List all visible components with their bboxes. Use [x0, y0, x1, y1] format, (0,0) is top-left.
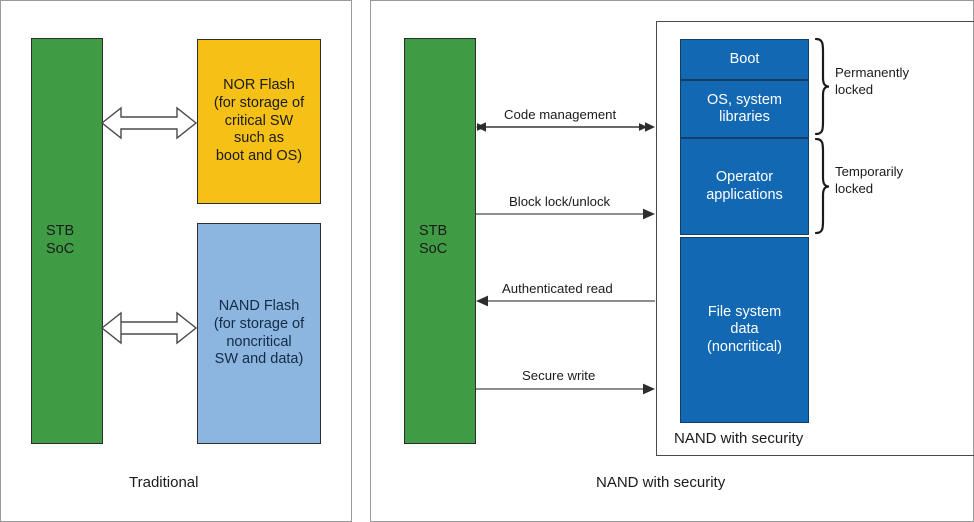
- os-libraries-label: OS, system libraries: [707, 92, 782, 127]
- fs-line-1: File system: [707, 303, 782, 320]
- arrow-label-secure-write: Secure write: [522, 368, 596, 383]
- nor-line-5: boot and OS): [215, 148, 303, 165]
- nand-with-security-frame: [656, 21, 974, 456]
- permanently-locked-line-1: Permanently: [835, 65, 910, 80]
- os-line-1: OS, system: [707, 91, 782, 108]
- file-system-data-label: File system data (noncritical): [707, 304, 782, 356]
- stb-soc-box-left: STB SoC: [31, 38, 103, 444]
- fs-line-2: data: [730, 321, 759, 338]
- nor-line-3: critical SW: [224, 112, 294, 129]
- brace-label-permanently-locked: Permanently locked: [835, 65, 909, 98]
- nand-line-3: noncritical: [226, 333, 292, 350]
- nand-line-4: SW and data): [214, 351, 304, 368]
- operator-line-1: Operator: [715, 169, 774, 186]
- boot-line-1: Boot: [729, 50, 760, 67]
- nor-line-1: NOR Flash: [223, 77, 295, 94]
- inner-caption-nand-with-security: NAND with security: [674, 430, 804, 447]
- permanently-locked-line-2: locked: [835, 81, 874, 97]
- temporarily-locked-line-1: Temporarily: [835, 164, 904, 179]
- stb-soc-box-right: STB SoC: [404, 38, 476, 444]
- arrow-label-authenticated-read: Authenticated read: [502, 281, 613, 296]
- memory-segment-boot: Boot: [680, 39, 809, 80]
- arrow-label-code-management: Code management: [504, 107, 617, 122]
- panel-nand-with-security: STB SoC Boot OS, system libraries Operat…: [370, 0, 974, 522]
- nor-flash-box: NOR Flash (for storage of critical SW su…: [197, 39, 321, 204]
- boot-label: Boot: [730, 51, 760, 68]
- operator-line-2: applications: [706, 186, 783, 203]
- stb-soc-right-line1: STB: [419, 223, 448, 240]
- os-line-2: libraries: [719, 109, 770, 125]
- nand-flash-label: NAND Flash (for storage of noncritical S…: [214, 298, 304, 369]
- caption-traditional: Traditional: [129, 474, 199, 491]
- nor-line-2: (for storage of: [213, 94, 305, 111]
- stb-soc-right-line2: SoC: [419, 241, 448, 257]
- memory-segment-os-system-libraries: OS, system libraries: [680, 80, 809, 138]
- panel-traditional: STB SoC NOR Flash (for storage of critic…: [0, 0, 352, 522]
- stb-soc-label-right: STB SoC: [405, 223, 447, 258]
- memory-segment-operator-applications: Operator applications: [680, 138, 809, 235]
- nand-flash-box: NAND Flash (for storage of noncritical S…: [197, 223, 321, 444]
- stb-soc-line1: STB: [46, 223, 75, 240]
- nand-line-1: NAND Flash: [218, 298, 300, 315]
- nor-flash-label: NOR Flash (for storage of critical SW su…: [214, 77, 304, 165]
- nor-line-4: such as: [234, 130, 284, 147]
- brace-label-temporarily-locked: Temporarily locked: [835, 164, 903, 197]
- caption-nand-with-security: NAND with security: [596, 474, 726, 491]
- memory-segment-file-system-data: File system data (noncritical): [680, 237, 809, 423]
- temporarily-locked-line-2: locked: [835, 180, 874, 196]
- operator-applications-label: Operator applications: [706, 169, 783, 204]
- stb-soc-label-left: STB SoC: [32, 223, 74, 258]
- fs-line-3: (noncritical): [707, 338, 782, 355]
- nand-line-2: (for storage of: [213, 315, 305, 332]
- arrow-label-block-lock-unlock: Block lock/unlock: [509, 194, 611, 209]
- stb-soc-line2: SoC: [46, 241, 75, 257]
